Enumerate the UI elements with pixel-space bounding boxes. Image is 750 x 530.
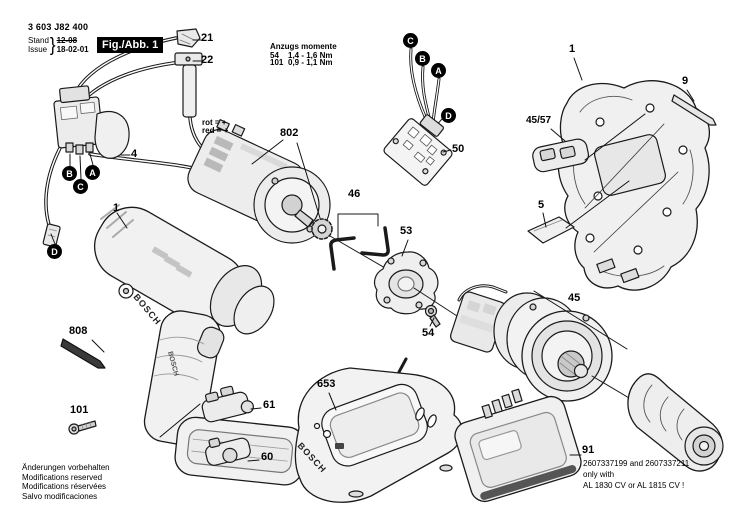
leader-lines bbox=[50, 39, 695, 462]
part-label-9: 9 bbox=[682, 75, 689, 87]
battery-note: 2607337199 and 2607337211 only with AL 1… bbox=[583, 459, 690, 490]
plate-5-drawing bbox=[527, 216, 575, 244]
pcb-wires bbox=[409, 47, 444, 137]
stand-label: Stand bbox=[28, 36, 49, 45]
torque-title: Anzugs momente bbox=[270, 42, 337, 51]
part-label-46: 46 bbox=[348, 188, 361, 200]
wire-badge-a-pcb: A bbox=[431, 63, 446, 78]
revisions-note: Änderungen vorbehalten Modifications res… bbox=[22, 463, 110, 501]
wire-badge-d-pcb: D bbox=[441, 108, 456, 123]
motor-drawing bbox=[187, 119, 333, 244]
issue-label: Issue bbox=[28, 45, 48, 54]
wire-badge-c-switch: C bbox=[73, 179, 88, 194]
figure-label: Fig./Abb. 1 bbox=[97, 37, 164, 53]
wire-badge-c-pcb: C bbox=[403, 33, 418, 48]
screw-54-drawing bbox=[424, 304, 441, 328]
wire-badge-b-pcb: B bbox=[415, 51, 430, 66]
part-label-53: 53 bbox=[400, 225, 413, 237]
part-label-21: 21 bbox=[201, 32, 214, 44]
part-label-808: 808 bbox=[69, 325, 88, 337]
bearing-plate-drawing bbox=[373, 251, 439, 315]
charger-drawing bbox=[294, 357, 463, 503]
wire-color-note: rot = + red = + bbox=[202, 118, 229, 135]
title-block: 3 603 J82 400 Stand Issue } 12-08 18-02-… bbox=[28, 22, 89, 55]
superseded-date: 12-08 bbox=[56, 36, 78, 45]
part-label-54: 54 bbox=[422, 327, 435, 339]
part-number: 3 603 J82 400 bbox=[28, 22, 89, 32]
housing-shell-drawing bbox=[557, 80, 711, 291]
part-label-4: 4 bbox=[131, 148, 138, 160]
switch-drawing bbox=[53, 85, 130, 159]
gearbox-drawing bbox=[450, 284, 613, 402]
assembly-axis-line bbox=[329, 235, 393, 273]
current-date: 18-02-01 bbox=[56, 45, 89, 54]
strip-808-drawing bbox=[60, 338, 106, 369]
part-label-1-left: 1 bbox=[113, 202, 120, 214]
wire-badge-d-switch: D bbox=[47, 244, 62, 259]
part-label-5: 5 bbox=[538, 199, 545, 211]
button-61-drawing bbox=[201, 385, 254, 423]
drill-body-drawing bbox=[94, 204, 306, 486]
part-label-45-57: 45/57 bbox=[526, 115, 552, 126]
part-label-802: 802 bbox=[280, 127, 299, 139]
part-label-50: 50 bbox=[452, 143, 465, 155]
connector-22-drawing bbox=[174, 52, 203, 118]
wire-badge-a-switch: A bbox=[85, 165, 100, 180]
battery-drawing bbox=[454, 388, 582, 503]
part-label-101: 101 bbox=[70, 404, 89, 416]
part-label-91: 91 bbox=[582, 444, 595, 456]
chuck-drawing bbox=[627, 373, 724, 472]
part-label-1-right: 1 bbox=[569, 43, 576, 55]
pcb-drawing bbox=[383, 118, 453, 186]
strip-9-drawing bbox=[671, 94, 717, 126]
revision-block: Stand Issue } 12-08 18-02-01 bbox=[28, 33, 89, 56]
part-label-60: 60 bbox=[261, 451, 274, 463]
part-label-653: 653 bbox=[317, 378, 336, 390]
slider-drawing bbox=[532, 138, 590, 173]
part-label-45: 45 bbox=[568, 292, 581, 304]
screw-101-drawing bbox=[68, 420, 97, 435]
wire-badge-b-switch: B bbox=[62, 166, 77, 181]
trigger bbox=[196, 326, 225, 359]
part-label-61: 61 bbox=[263, 399, 276, 411]
connector-21-drawing bbox=[176, 28, 201, 48]
revision-brace: } bbox=[49, 33, 56, 56]
button-60-drawing bbox=[205, 437, 251, 466]
part-label-22: 22 bbox=[201, 54, 214, 66]
